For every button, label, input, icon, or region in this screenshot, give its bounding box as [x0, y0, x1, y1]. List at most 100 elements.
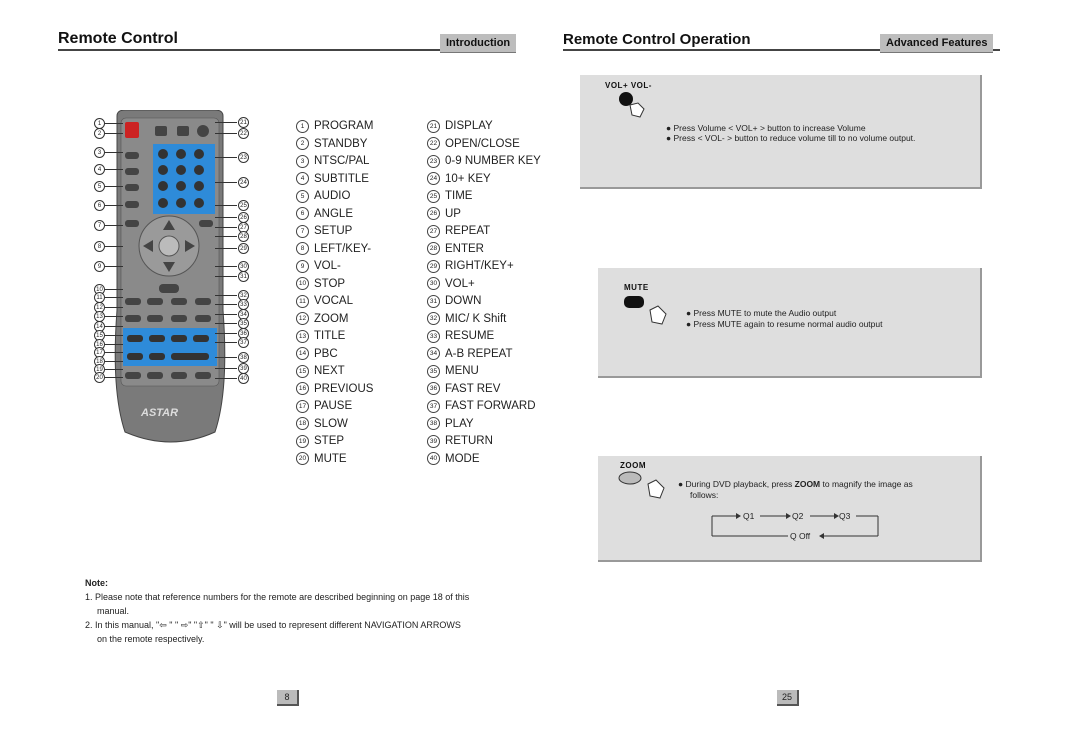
callout-line	[105, 369, 123, 370]
legend-number: 40	[427, 452, 440, 465]
legend-label: STANDBY	[314, 137, 368, 150]
zoom-line-1: ● During DVD playback, press ZOOM to mag…	[678, 479, 913, 489]
legend-number: 8	[296, 242, 309, 255]
legend-label: PLAY	[445, 417, 474, 430]
legend-number: 2	[296, 137, 309, 150]
zoom-section: ZOOM ● During DVD playback, press ZOOM t…	[598, 456, 982, 562]
callout-8: 8	[94, 241, 105, 252]
legend-item-23: 23 0-9 NUMBER KEY	[427, 153, 541, 169]
vol-line-2: ● Press < VOL- > button to reduce volume…	[666, 133, 916, 143]
legend-number: 38	[427, 417, 440, 430]
legend-label: REPEAT	[445, 225, 491, 237]
callout-line	[105, 377, 123, 378]
callout-line	[215, 333, 237, 334]
legend-label: FAST FORWARD	[445, 400, 536, 412]
legend-number: 9	[296, 259, 309, 273]
callout-line	[105, 326, 123, 327]
legend-number: 28	[427, 242, 440, 255]
callout-line	[105, 123, 123, 124]
legend-number: 18	[296, 417, 309, 430]
left-page-title: Remote Control	[58, 30, 178, 47]
mute-section: MUTE ● Press MUTE to mute the Audio outp…	[598, 268, 982, 378]
legend-label: 0-9 NUMBER KEY	[445, 155, 541, 167]
callout-line	[215, 122, 237, 123]
zoom-section-title: ZOOM	[620, 461, 646, 470]
legend-label: MENU	[445, 365, 479, 377]
legend-label: ANGLE	[314, 207, 353, 220]
legend-number: 5	[296, 189, 309, 203]
callout-line	[105, 205, 123, 206]
note-line-1b: manual.	[97, 606, 130, 616]
callout-2: 2	[94, 128, 105, 139]
legend-number: 10	[296, 277, 309, 290]
legend-label: FAST REV	[445, 382, 501, 395]
legend-label: PAUSE	[314, 400, 353, 412]
legend-label: DISPLAY	[445, 120, 493, 132]
zoom-q1: Q1	[743, 511, 755, 521]
zoom-line-2: follows:	[690, 490, 719, 500]
legend-label: RESUME	[445, 330, 495, 342]
legend-label: VOL+	[445, 277, 475, 290]
legend-number: 33	[427, 329, 440, 343]
vol-line-1-text: Press Volume < VOL+ > button to increase…	[673, 123, 866, 133]
legend-label: STOP	[314, 277, 346, 290]
callout-4: 4	[94, 164, 105, 175]
callout-line	[105, 152, 123, 153]
note-line-2: 2. In this manual, "⇦ " " ⇨" "⇧" " ⇩" wi…	[85, 620, 461, 630]
remote-brand-logo: ASTAR	[140, 407, 178, 419]
callout-line	[105, 344, 123, 345]
zoom-line-1c: to magnify the image as	[820, 479, 913, 489]
legend-item-2: 2 STANDBY	[296, 136, 367, 152]
callout-line	[215, 342, 237, 343]
callout-line	[215, 295, 237, 296]
legend-label: RETURN	[445, 435, 493, 447]
legend-label: PREVIOUS	[314, 382, 374, 395]
left-header-rule	[58, 49, 513, 51]
legend-label: 10+ KEY	[445, 172, 491, 185]
note-line-2c: on the remote respectively.	[97, 634, 205, 644]
mute-line-1-text: Press MUTE to mute the Audio output	[693, 308, 837, 318]
zoom-q2: Q2	[792, 511, 804, 521]
legend-number: 13	[296, 329, 309, 343]
callout-25: 25	[238, 200, 249, 211]
callout-line	[215, 323, 237, 324]
legend-number: 26	[427, 207, 440, 220]
vol-section: VOL+ VOL- ● Press Volume < VOL+ > button…	[580, 75, 982, 189]
mute-button-icon	[624, 296, 667, 325]
legend-number: 12	[296, 312, 309, 325]
right-arrow-icon: ⇨	[180, 620, 189, 630]
legend-number: 17	[296, 399, 309, 413]
callout-29: 29	[238, 243, 249, 254]
legend-item-10: 10 STOP	[296, 276, 345, 292]
mute-line-1: ● Press MUTE to mute the Audio output	[686, 308, 837, 318]
legend-label: A-B REPEAT	[445, 347, 513, 360]
note-line-2b: " will be used to represent different NA…	[223, 620, 461, 630]
remote-control-illustration: ASTAR	[114, 110, 226, 443]
legend-item-27: 27 REPEAT	[427, 223, 490, 239]
legend-label: RIGHT/KEY+	[445, 260, 514, 272]
legend-number: 27	[427, 224, 440, 238]
legend-number: 23	[427, 154, 440, 168]
left-page-number: 8	[277, 690, 299, 706]
callout-line	[215, 368, 237, 369]
callout-5: 5	[94, 181, 105, 192]
legend-number: 39	[427, 434, 440, 448]
legend-item-39: 39 RETURN	[427, 433, 493, 449]
callout-7: 7	[94, 220, 105, 231]
callout-line	[215, 157, 237, 158]
legend-number: 20	[296, 452, 309, 465]
